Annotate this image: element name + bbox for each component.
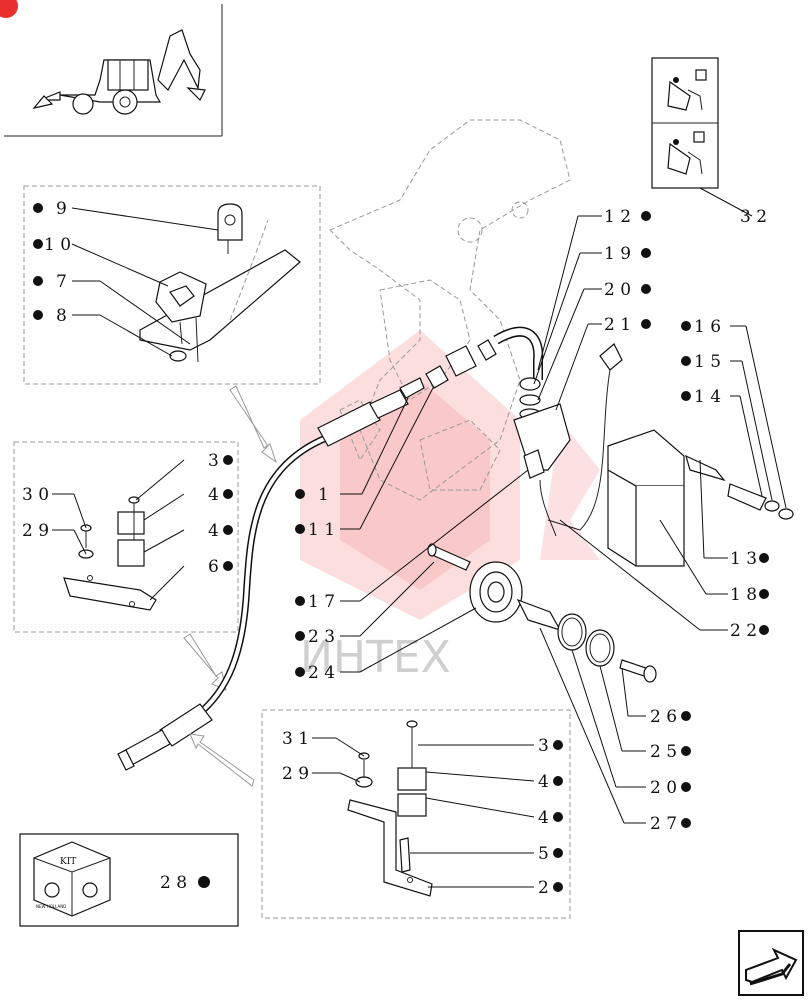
- callout-8: 8: [56, 306, 67, 326]
- pointer-arrow-c: [189, 733, 255, 787]
- callout-9: 9: [56, 199, 67, 219]
- callout-31: 3 1: [282, 729, 309, 749]
- solenoid-unit: [607, 429, 794, 567]
- callout-4a: 4: [208, 485, 219, 505]
- callout-26: 2 6: [650, 707, 677, 727]
- callout-4b: 4: [208, 521, 219, 541]
- callout-12: 1 2: [604, 207, 631, 227]
- callouts-box-a: 9 1 0 7 8: [33, 199, 219, 357]
- pointer-arrow-b: [183, 633, 227, 691]
- callout-16: 1 6: [694, 317, 721, 337]
- callout-17: 1 7: [308, 592, 335, 612]
- callout-3a: 3: [208, 451, 219, 471]
- callouts-right: 1 6 1 5 1 4 1 3 1 8 2 2: [559, 317, 787, 641]
- watermark-logo: [300, 330, 600, 620]
- callout-29a: 2 9: [22, 521, 49, 541]
- callout-3b: 3: [538, 736, 549, 756]
- callout-20b: 2 0: [650, 778, 677, 798]
- pointer-arrow-a: [229, 385, 277, 464]
- callout-28: 2 8: [160, 873, 187, 893]
- watermark-text: ИНТЕХ: [300, 632, 451, 683]
- callouts-center: 1 1 1 1 7 2 3 2 4: [295, 385, 529, 683]
- detail-box-c: [261, 709, 571, 919]
- machine-panel: [4, 4, 223, 137]
- hydraulic-hose: [117, 377, 425, 771]
- callout-29b: 2 9: [282, 764, 309, 784]
- callout-14: 1 4: [694, 387, 721, 407]
- part-9-clamp: [217, 203, 243, 241]
- part-8-nut: [169, 350, 187, 362]
- lock-panel: [651, 57, 753, 217]
- bucket-unlock-icon: [667, 131, 705, 175]
- callout-32: 3 2: [740, 207, 767, 227]
- detail-box-a: [23, 185, 321, 385]
- backhoe-loader-icon: [32, 29, 206, 115]
- pulley-assembly: [427, 543, 657, 683]
- callout-30: 3 0: [22, 485, 49, 505]
- callout-21: 2 1: [604, 315, 631, 335]
- callouts-upper-right: 1 2 1 9 2 0 2 1: [533, 207, 651, 411]
- corner-badge: [0, 0, 18, 18]
- callout-5: 5: [538, 844, 549, 864]
- callout-27: 2 7: [650, 814, 677, 834]
- callouts-box-b: 3 3 0 4 2 9 4 6: [22, 451, 233, 601]
- next-page-button[interactable]: [738, 930, 804, 996]
- kit-box-icon: KIT NEW HOLLAND: [33, 841, 111, 917]
- callout-4c: 4: [538, 772, 549, 792]
- bucket-lock-icon: [667, 69, 707, 111]
- kit-panel: KIT NEW HOLLAND 2 8: [19, 833, 239, 927]
- kit-label: KIT: [60, 857, 76, 867]
- callout-25: 2 5: [650, 742, 677, 762]
- callout-22: 2 2: [730, 621, 757, 641]
- callout-6: 6: [208, 557, 219, 577]
- callout-4d: 4: [538, 808, 549, 828]
- callout-10: 1 0: [44, 235, 71, 255]
- callout-24: 2 4: [308, 663, 335, 683]
- part-6-plate: [63, 577, 157, 611]
- callout-13: 1 3: [730, 549, 757, 569]
- detail-box-b: [13, 441, 239, 633]
- callout-7: 7: [56, 272, 67, 292]
- callouts-box-c: 3 1 2 9 3 4 4 5 2: [282, 729, 563, 898]
- callout-23: 2 3: [308, 627, 335, 647]
- next-page-arrow-icon: [738, 930, 804, 996]
- callout-11: 1 1: [308, 520, 335, 540]
- kit-brand: NEW HOLLAND: [36, 904, 66, 909]
- callout-2: 2: [538, 878, 549, 898]
- callout-18: 1 8: [730, 585, 757, 605]
- callout-19: 1 9: [604, 244, 631, 264]
- callouts-lower-right: 2 6 2 5 2 0 2 7: [539, 627, 691, 834]
- callout-15: 1 5: [694, 352, 721, 372]
- callout-1: 1: [318, 485, 329, 505]
- part-2-bracket: [347, 799, 433, 897]
- callout-20a: 2 0: [604, 280, 631, 300]
